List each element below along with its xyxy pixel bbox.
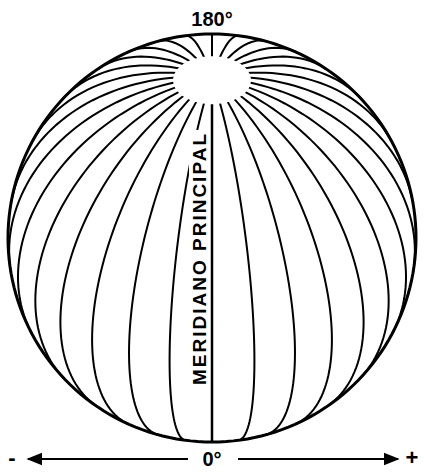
longitude-label: 180° <box>189 8 234 30</box>
meridian-line <box>60 77 212 406</box>
meridian-line <box>211 77 214 442</box>
direction-arrow <box>238 458 398 460</box>
meridian-line <box>212 77 415 272</box>
direction-arrow <box>28 458 188 460</box>
meridian-name: MERIDIANO PRINCIPAL <box>188 130 209 387</box>
meridian-line <box>170 77 212 440</box>
globe-outline <box>8 34 416 442</box>
meridian-line <box>212 77 254 440</box>
meridian-line <box>212 77 295 434</box>
meridian-line <box>212 77 389 377</box>
meridian-line <box>212 77 332 424</box>
meridian-line <box>212 77 413 204</box>
longitude-label: 0° <box>200 448 223 470</box>
meridian-line <box>92 77 212 424</box>
meridian-line <box>212 77 364 406</box>
pole-cap <box>173 56 251 104</box>
sign-label: + <box>404 446 421 470</box>
sign-label: - <box>6 446 17 470</box>
